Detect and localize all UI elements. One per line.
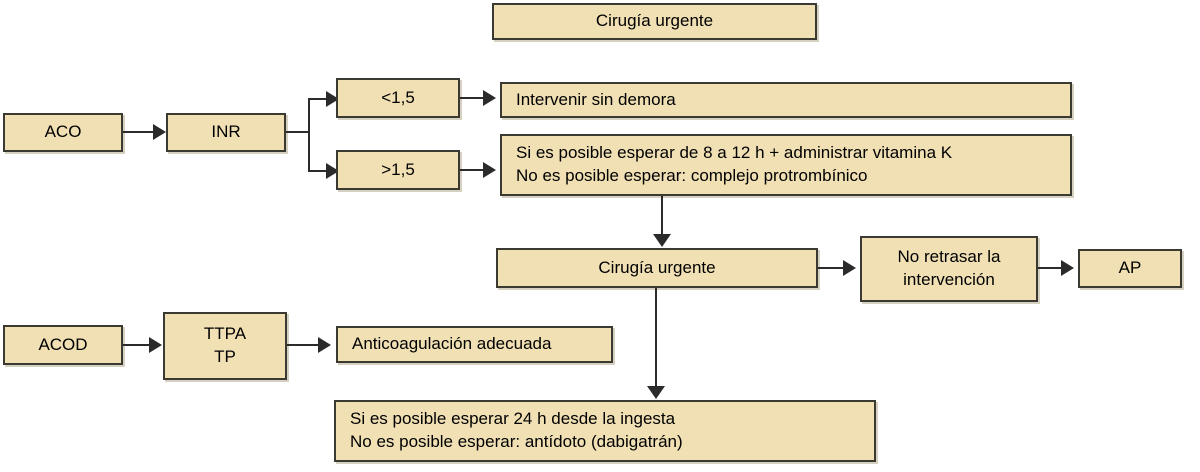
node-label: AP [1118, 258, 1142, 278]
node-inr: INR [166, 113, 286, 152]
arrowhead-acod-to-ttpa-icon [149, 337, 162, 353]
connector-acod-to-ttpa [123, 344, 151, 346]
node-esperar-vitamina-k: Si es posible esperar de 8 a 12 h + admi… [500, 134, 1072, 196]
node-inr-low: <1,5 [336, 78, 460, 118]
node-label: <1,5 [381, 87, 415, 107]
connector-ttpa-to-anticoagulacion [287, 344, 320, 346]
node-cirugia-urgente-top: Cirugía urgente [492, 3, 817, 40]
arrowhead-cirugia-mid-to-antidoto-icon [647, 386, 665, 399]
node-intervenir-sin-demora: Intervenir sin demora [500, 82, 1072, 118]
connector-inr-stub [286, 131, 310, 133]
connector-low-to-intervenir [460, 97, 485, 99]
node-esperar-antidoto: Si es posible esperar 24 h desde la inge… [334, 400, 876, 462]
arrowhead-no-retrasar-to-ap-icon [1061, 260, 1074, 276]
node-label: ACOD [38, 334, 88, 354]
node-label: TTPA TP [203, 324, 247, 366]
node-label: >1,5 [381, 159, 415, 179]
connector-inr-split-vertical [308, 98, 310, 172]
node-label: ACO [44, 122, 82, 142]
node-label: Si es posible esperar 24 h desde la inge… [350, 409, 683, 451]
node-acod: ACOD [3, 325, 123, 365]
connector-high-to-esperar [460, 169, 485, 171]
node-ap: AP [1078, 249, 1182, 288]
connector-inr-to-low [308, 98, 328, 100]
node-anticoagulacion-adecuada: Anticoagulación adecuada [336, 326, 613, 363]
node-label: No retrasar la intervención [897, 247, 1001, 289]
arrowhead-cirugia-mid-to-no-retrasar-icon [843, 260, 856, 276]
node-label: INR [211, 122, 241, 142]
node-label: Intervenir sin demora [516, 89, 676, 109]
arrowhead-ttpa-to-anticoagulacion-icon [318, 337, 331, 353]
node-no-retrasar: No retrasar la intervención [860, 236, 1038, 302]
arrowhead-inr-to-high-icon [326, 163, 339, 179]
connector-aco-to-inr [123, 131, 155, 133]
arrowhead-esperar-to-cirugia-mid-icon [653, 234, 671, 247]
arrowhead-high-to-esperar-icon [483, 162, 496, 178]
node-label: Cirugía urgente [595, 11, 714, 31]
arrowhead-low-to-intervenir-icon [483, 90, 496, 106]
connector-cirugia-mid-to-antidoto [655, 288, 657, 388]
arrowhead-aco-to-inr-icon [153, 124, 166, 140]
node-cirugia-urgente-mid: Cirugía urgente [496, 248, 818, 288]
node-ttpa-tp: TTPA TP [163, 312, 287, 380]
connector-esperar-to-cirugia-mid [661, 196, 663, 236]
connector-cirugia-mid-to-no-retrasar [818, 267, 845, 269]
node-aco: ACO [3, 113, 123, 152]
arrowhead-inr-to-low-icon [326, 91, 339, 107]
node-label: Anticoagulación adecuada [352, 334, 552, 354]
connector-inr-to-high [308, 170, 328, 172]
node-label: Cirugía urgente [598, 257, 716, 277]
node-label: Si es posible esperar de 8 a 12 h + admi… [516, 143, 953, 185]
connector-no-retrasar-to-ap [1038, 267, 1063, 269]
node-inr-high: >1,5 [336, 150, 460, 190]
